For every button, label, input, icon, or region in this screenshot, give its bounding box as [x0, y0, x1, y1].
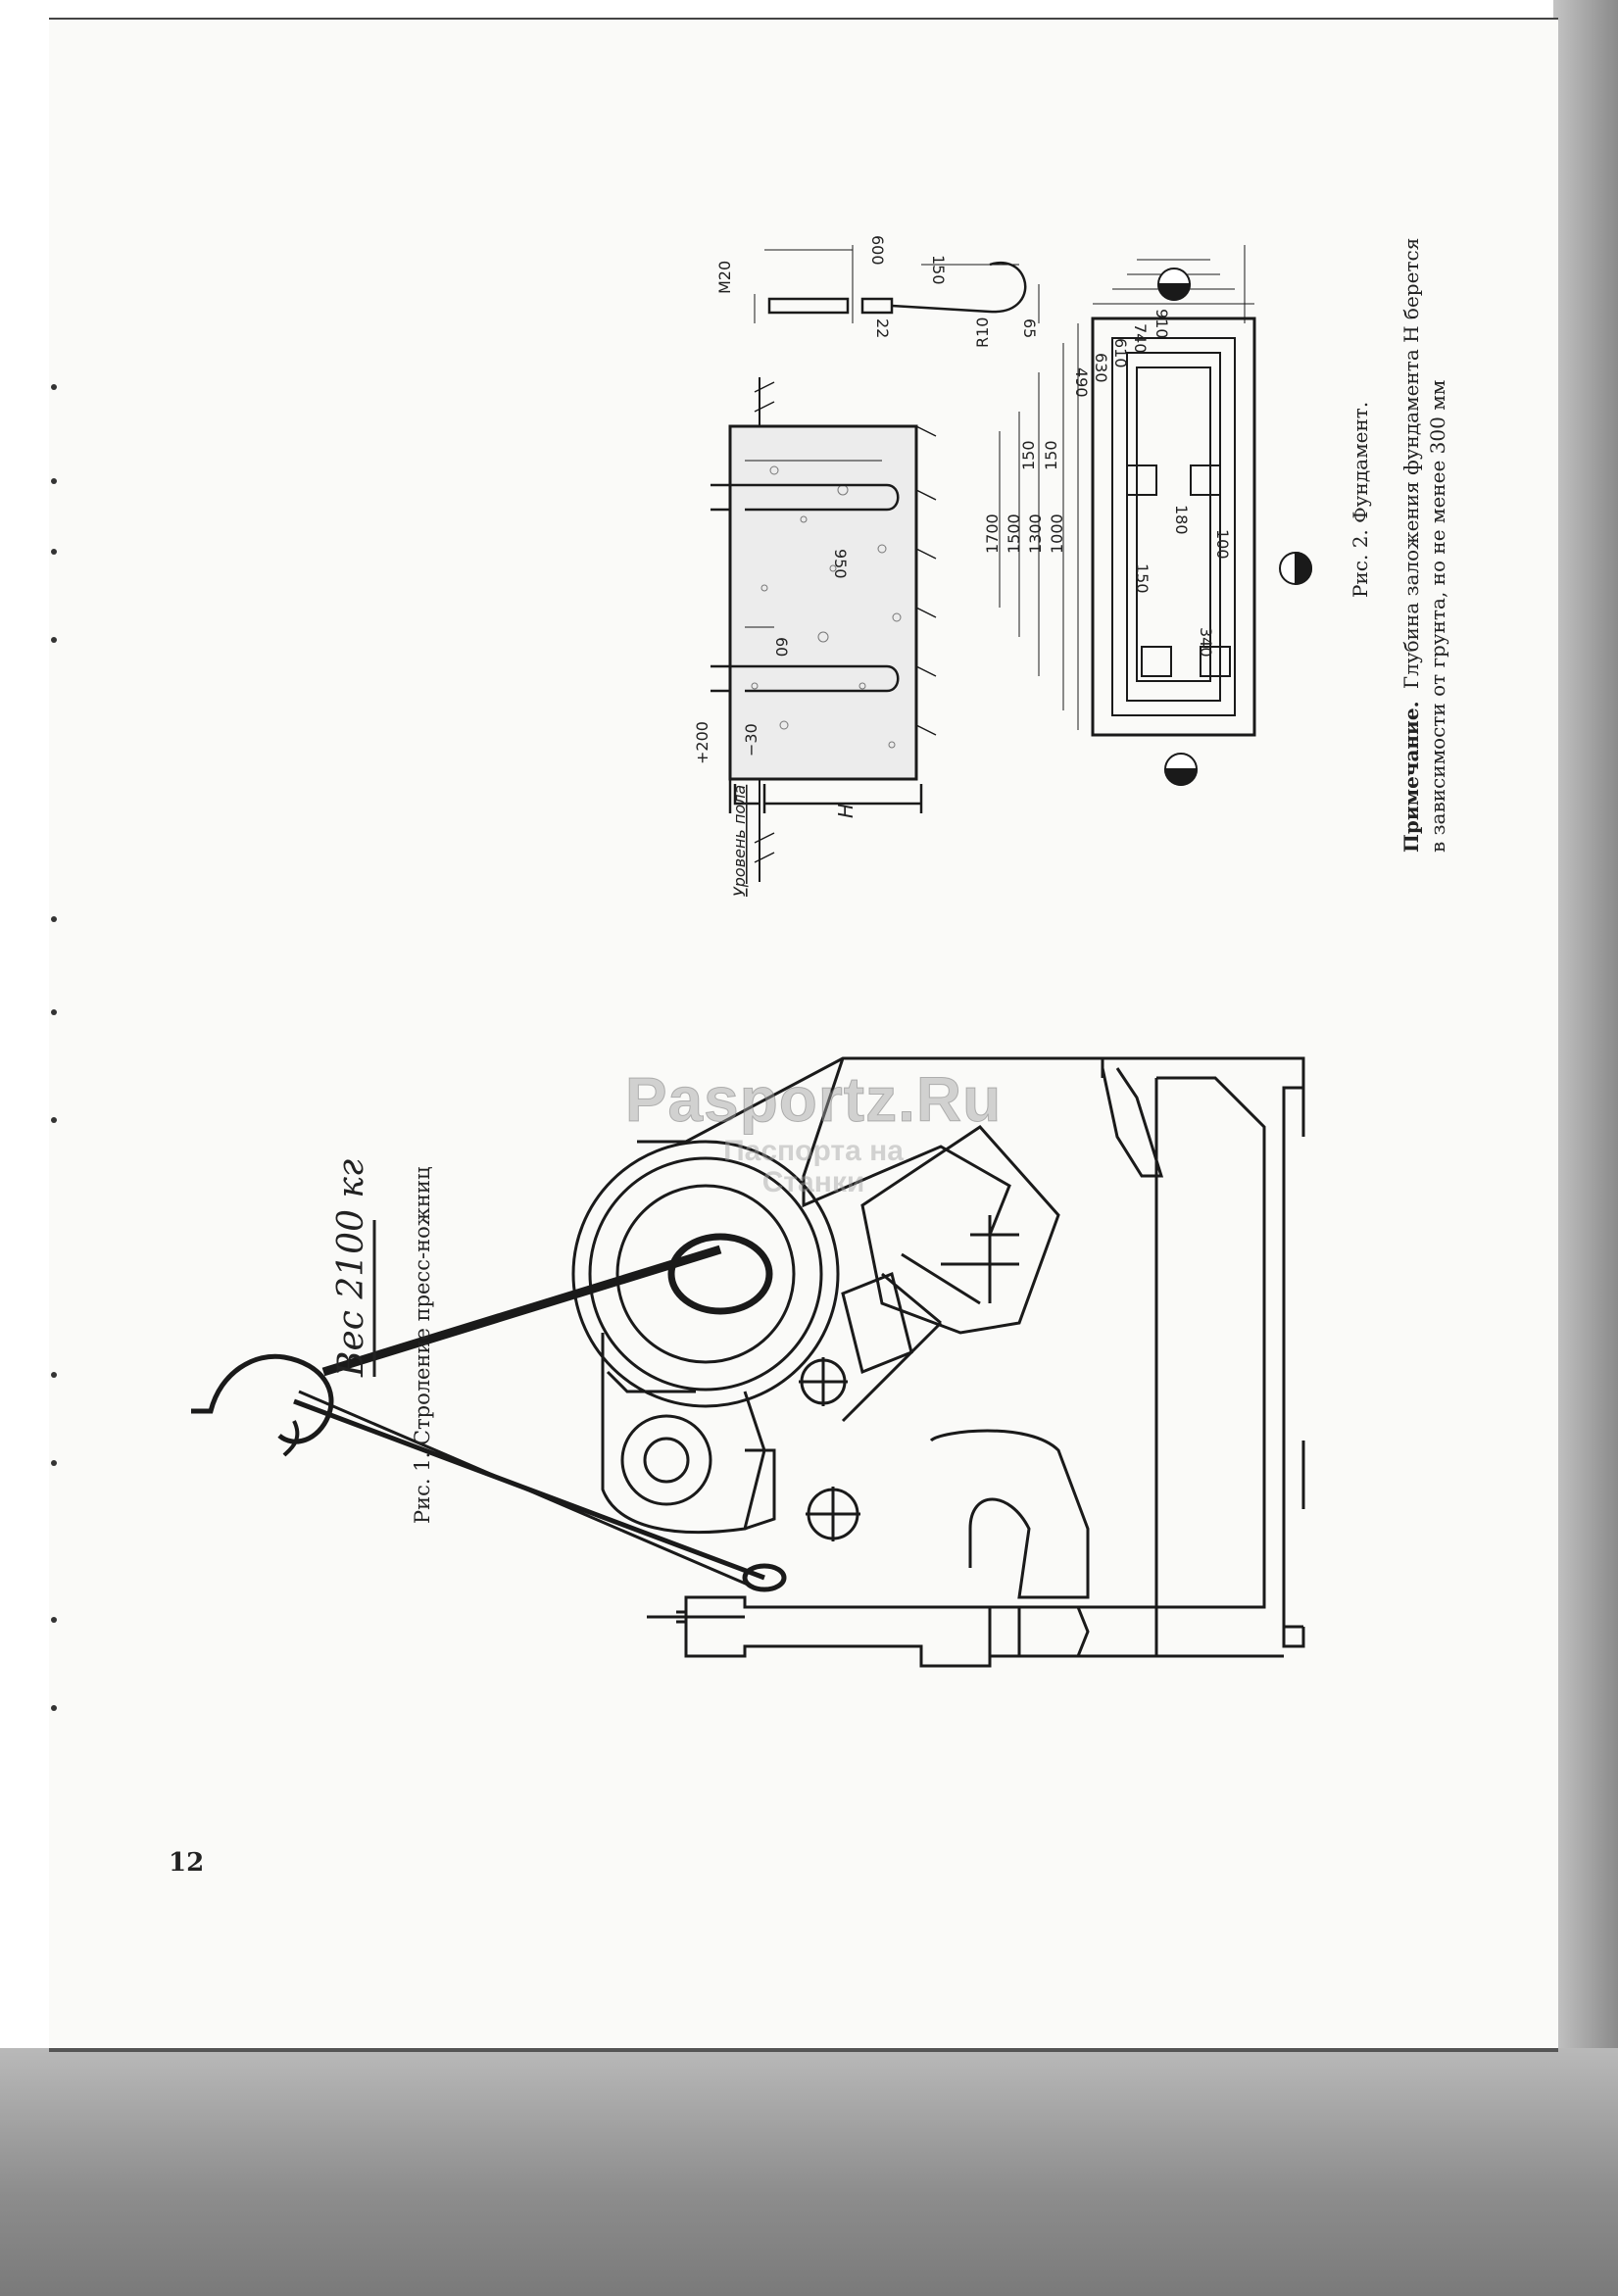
dim-150-plan-c: 150: [1133, 563, 1152, 594]
binder-hole: [51, 637, 57, 643]
binder-hole: [51, 1117, 57, 1123]
binder-hole: [51, 1372, 57, 1378]
dim-180: 180: [1172, 505, 1191, 535]
dim-100: 100: [1213, 529, 1232, 560]
figure2-foundation-plan: [999, 245, 1312, 786]
figure2-caption: Рис. 2. Фундамент.: [1348, 402, 1372, 598]
plus200-label: +200: [693, 721, 711, 764]
binder-hole: [51, 1617, 57, 1623]
document-page: [49, 18, 1558, 2048]
dim-340: 340: [1197, 627, 1215, 658]
dim-width-630: 630: [1092, 353, 1110, 383]
dim-width-910: 910: [1152, 309, 1171, 339]
dim-height-1700: 1700: [983, 513, 1002, 554]
svg-text:Примечание. Глубина зало: Примечание. Глубина заложения фундамента…: [1399, 238, 1423, 853]
binder-hole: [51, 478, 57, 484]
dim-150-bolt: 150: [929, 255, 948, 285]
dim-height-1500: 1500: [1005, 513, 1023, 554]
floor-level-label: Уровень пола: [730, 785, 749, 897]
weight-label-group: Вес 2100 кг: [331, 1159, 376, 1378]
minus30-label: −30: [742, 723, 760, 757]
dim-65: 65: [1020, 318, 1039, 338]
binder-hole: [51, 1009, 57, 1015]
dim-60: 60: [772, 637, 791, 657]
figure1-caption: Рис. 1. Строление пресс-ножниц: [411, 1166, 434, 1524]
note-line2: в зависимости от грунта, но не менее 300…: [1426, 380, 1449, 853]
dim-width-740: 740: [1131, 323, 1150, 354]
binder-hole: [51, 549, 57, 555]
dim-22: 22: [873, 318, 892, 338]
dim-height-1000: 1000: [1048, 513, 1066, 554]
scan-shadow-right: [1553, 0, 1618, 2296]
dim-height-1300: 1300: [1026, 513, 1045, 554]
dim-150-plan-a: 150: [1019, 440, 1038, 470]
note-label: Примечание.: [1399, 701, 1423, 853]
bolt-m20-label: M20: [715, 261, 734, 294]
dim-width-610: 610: [1111, 338, 1130, 368]
note-line1: Глубина заложения фундамента H берется: [1399, 238, 1423, 689]
figure2-anchor-bolt-detail: [754, 245, 1040, 323]
binder-hole: [51, 1705, 57, 1711]
dim-width-490: 490: [1072, 367, 1091, 398]
dim-950: 950: [831, 549, 850, 579]
binder-hole: [51, 1460, 57, 1466]
scan-background-bottom: [0, 2048, 1618, 2296]
weight-label: Вес 2100 кг: [331, 1159, 371, 1378]
dim-600: 600: [868, 235, 887, 266]
h-dimension-label: H: [834, 804, 858, 818]
page-number: 12: [169, 1848, 205, 1878]
figure1-machine-drawing: [191, 1056, 1305, 1668]
binder-hole: [51, 916, 57, 922]
figure2-foundation-section: [711, 377, 937, 882]
bolt-radius-label: R10: [973, 318, 992, 348]
binder-hole: [51, 384, 57, 390]
dim-150-plan-b: 150: [1042, 440, 1060, 470]
